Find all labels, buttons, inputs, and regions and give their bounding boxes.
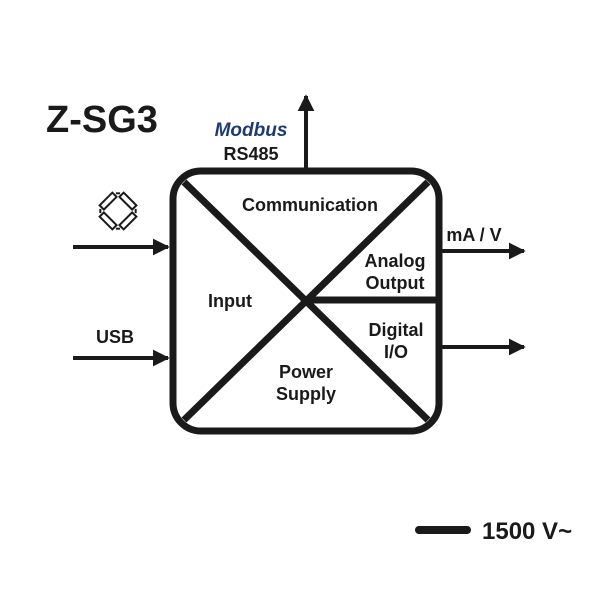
communication-label: Communication bbox=[242, 195, 378, 215]
strain-gauge-bridge-icon bbox=[98, 191, 138, 231]
power-supply-label-line2: Supply bbox=[276, 384, 336, 404]
analog-output-label-line1: Analog bbox=[365, 251, 426, 271]
input-label: Input bbox=[208, 291, 252, 311]
usb-label: USB bbox=[96, 327, 134, 347]
digital-io-label-line2: I/O bbox=[384, 342, 408, 362]
modbus-logo: Modbus bbox=[215, 120, 288, 141]
power-supply-label-line1: Power bbox=[279, 362, 333, 382]
isolation-bar-icon bbox=[415, 526, 471, 534]
analog-signal-label: mA / V bbox=[446, 225, 501, 245]
device-title: Z-SG3 bbox=[46, 99, 158, 141]
rs485-label: RS485 bbox=[223, 144, 278, 164]
analog-output-label-line2: Output bbox=[366, 273, 425, 293]
digital-io-label-line1: Digital bbox=[368, 320, 423, 340]
isolation-label: 1500 V~ bbox=[482, 518, 572, 545]
